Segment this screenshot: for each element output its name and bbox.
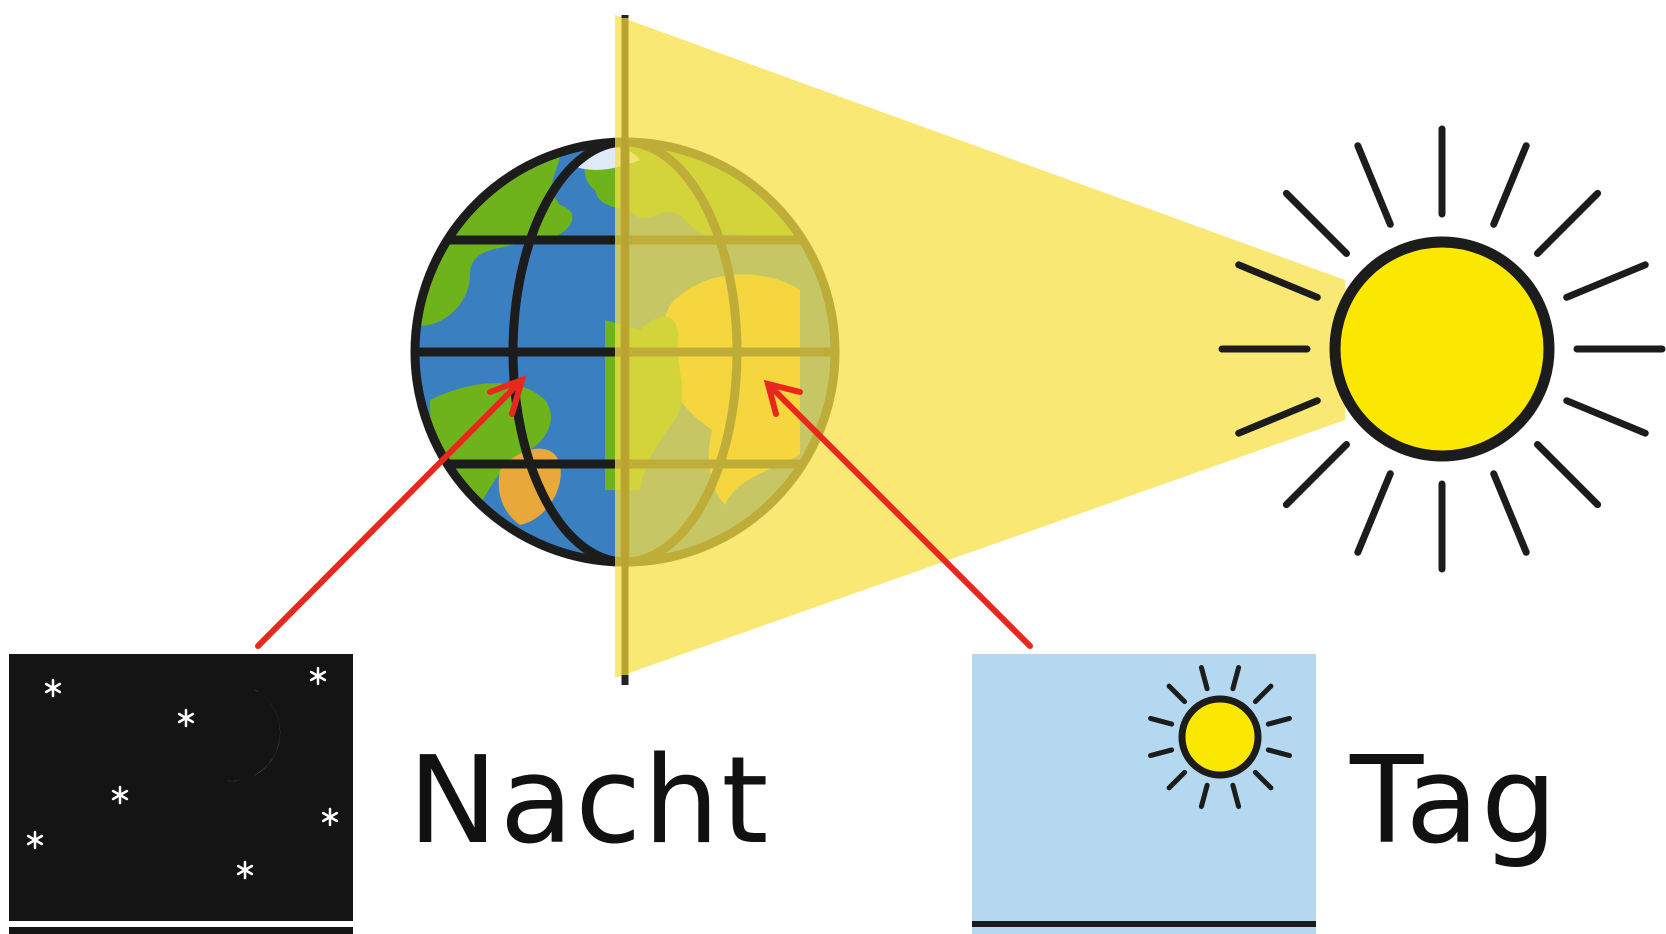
sun-ray — [1265, 747, 1292, 759]
sun-ray — [1166, 769, 1188, 791]
sun-ray — [1235, 397, 1321, 437]
sun-ray — [1563, 261, 1649, 301]
sun-ray — [1490, 142, 1530, 228]
sun-ray — [1282, 189, 1350, 257]
star-icon — [309, 670, 327, 682]
sun-ray — [1563, 397, 1649, 437]
star-icon — [177, 712, 195, 724]
sun-ray — [1230, 665, 1242, 692]
sun-ray — [1166, 683, 1188, 705]
sun-ray — [1235, 261, 1321, 301]
label-night: Nacht — [408, 732, 771, 871]
sun-ray — [1282, 441, 1350, 509]
star-icon — [44, 682, 62, 694]
arrow-day-side — [763, 379, 1033, 649]
sun-ray — [1534, 189, 1602, 257]
sun-ray — [1534, 441, 1602, 509]
star-icon — [236, 864, 254, 876]
night-sky-moon-stars-icon — [9, 654, 353, 934]
sun-ray — [1354, 470, 1394, 556]
sun-ray — [1148, 715, 1175, 727]
arrow-night-side — [255, 375, 527, 649]
stars-group — [26, 666, 339, 880]
star-icon — [111, 789, 129, 801]
sun-ray — [1265, 715, 1292, 727]
sun-ray — [1148, 747, 1175, 759]
sun-icon — [1218, 125, 1666, 573]
sun-ray — [1198, 665, 1210, 692]
sun-ray — [1490, 470, 1530, 556]
sun-ray — [1252, 683, 1274, 705]
label-day: Tag — [1350, 732, 1560, 871]
star-icon — [26, 834, 44, 846]
sun-ray — [1198, 782, 1210, 809]
sun-ray — [1354, 142, 1394, 228]
star-icon — [321, 811, 339, 823]
day-sky-sun-icon — [972, 654, 1316, 934]
sun-ray — [1230, 782, 1242, 809]
sun-ray — [1252, 769, 1274, 791]
sunlight-beam — [615, 15, 1345, 685]
